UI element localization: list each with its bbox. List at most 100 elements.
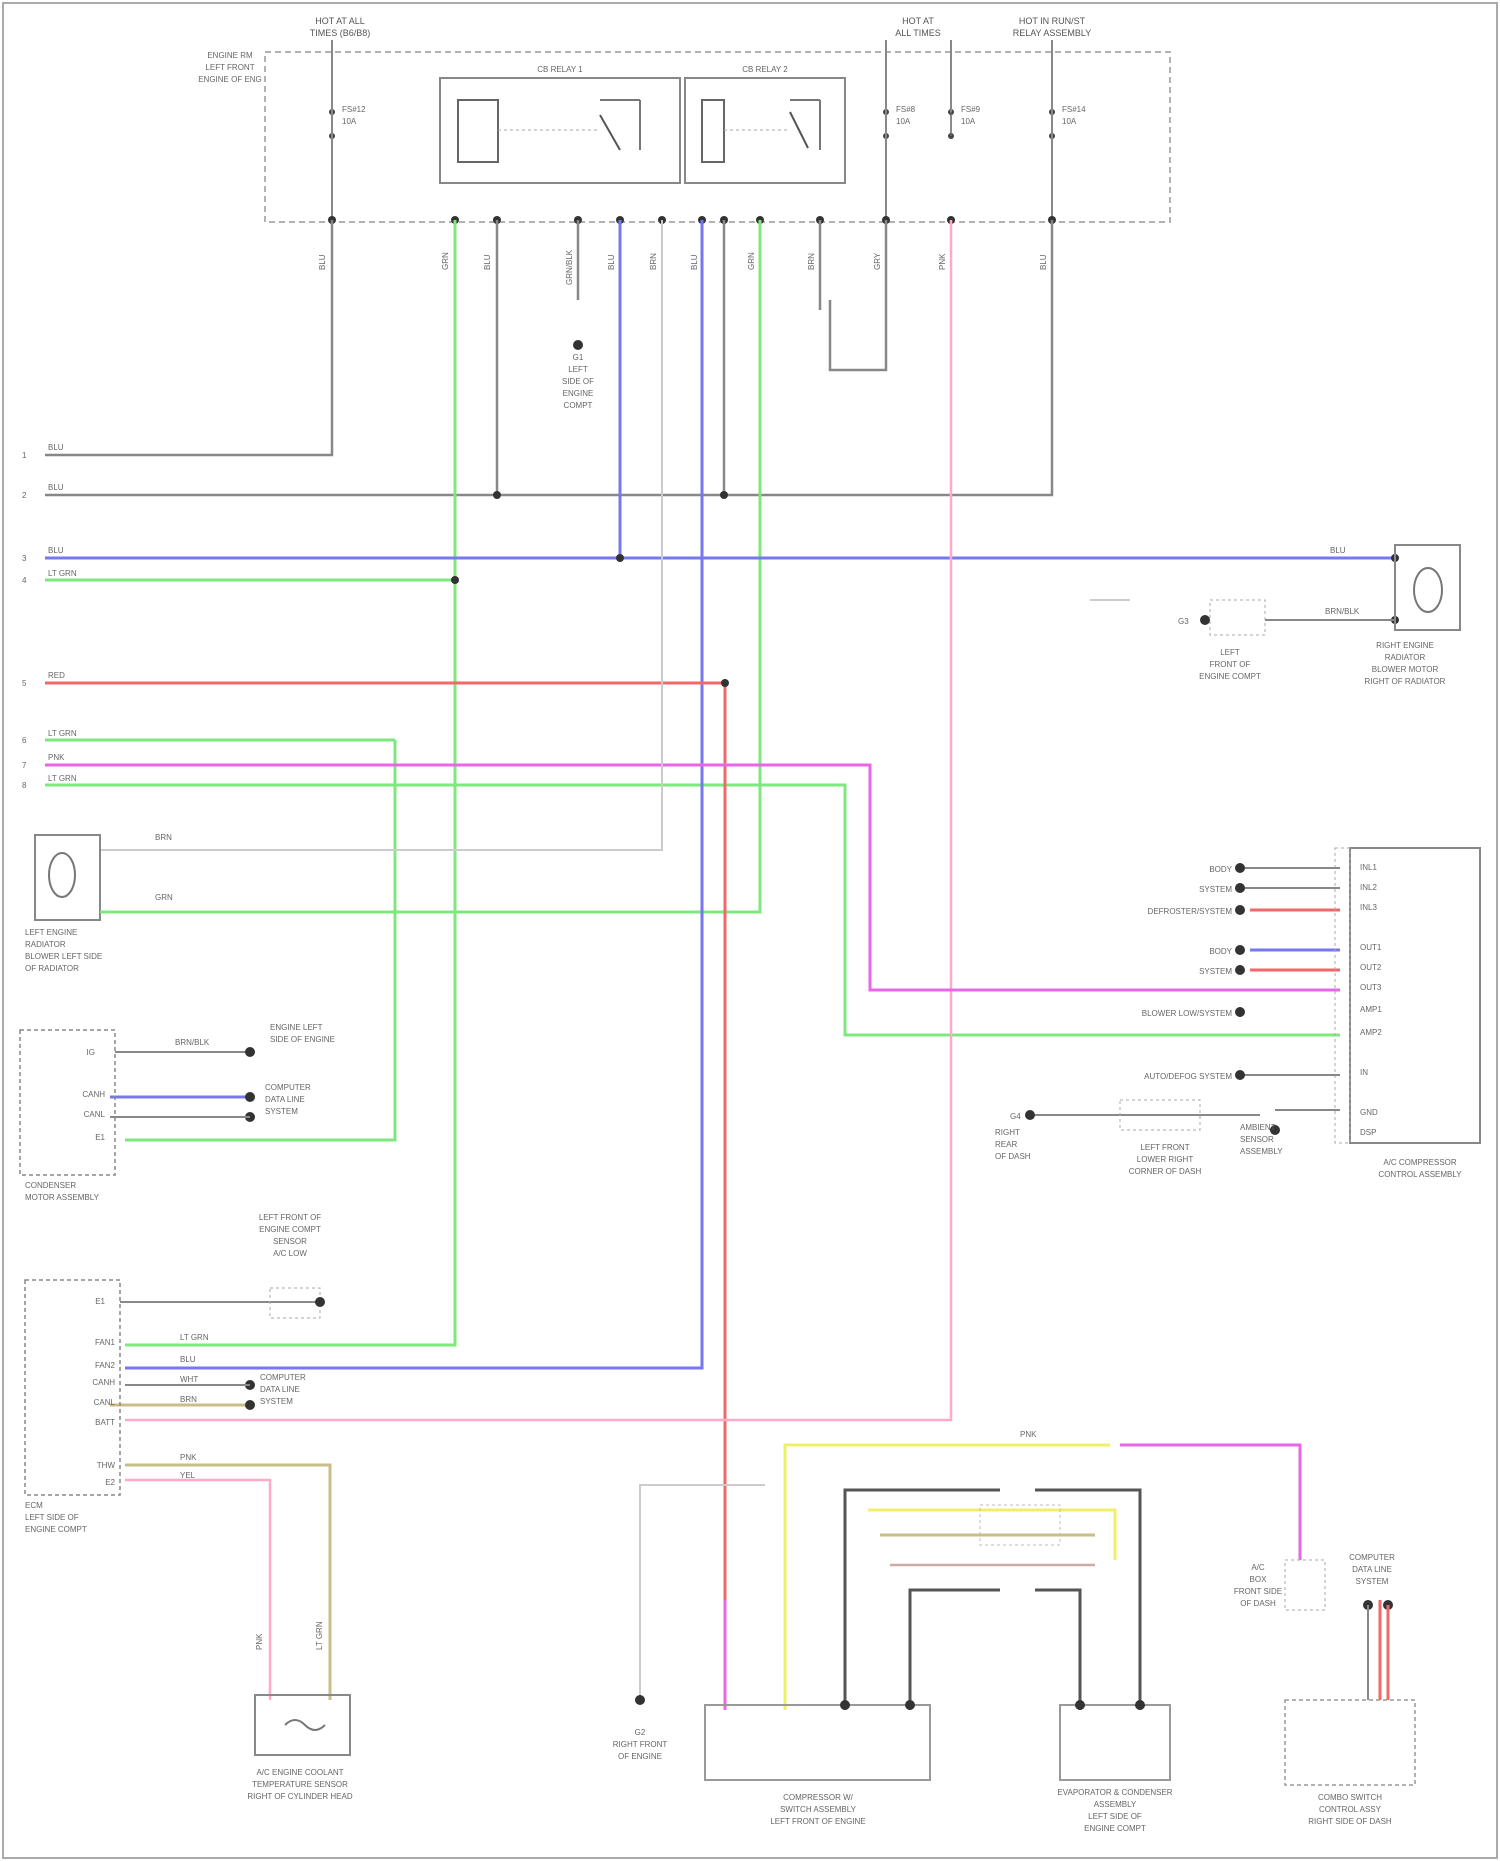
- header-hot-all-mid: HOT AT ALL TIMES: [895, 16, 941, 38]
- svg-text:COMPUTER: COMPUTER: [265, 1083, 311, 1092]
- svg-text:OF DASH: OF DASH: [995, 1152, 1031, 1161]
- svg-text:TIMES (B6/B8): TIMES (B6/B8): [310, 28, 371, 38]
- svg-text:BLOWER LEFT SIDE: BLOWER LEFT SIDE: [25, 952, 102, 961]
- svg-text:SIDE OF ENGINE: SIDE OF ENGINE: [270, 1035, 335, 1044]
- svg-text:COMPRESSOR W/: COMPRESSOR W/: [783, 1793, 854, 1802]
- svg-text:BOX: BOX: [1250, 1575, 1268, 1584]
- fuse-relay-box-label: ENGINE RM LEFT FRONT ENGINE OF ENG: [198, 51, 262, 84]
- svg-text:BLU: BLU: [180, 1355, 196, 1364]
- svg-text:HOT IN RUN/ST: HOT IN RUN/ST: [1019, 16, 1086, 26]
- svg-text:4: 4: [22, 576, 27, 585]
- svg-text:DSP: DSP: [1360, 1128, 1376, 1137]
- svg-text:CANL: CANL: [94, 1398, 116, 1407]
- side-numbers: 1 2 3 4 5 6 7 8: [22, 451, 27, 790]
- svg-text:PNK: PNK: [180, 1453, 197, 1462]
- header-hot-right: HOT IN RUN/ST RELAY ASSEMBLY: [1013, 16, 1092, 38]
- cb-relay-1-label: CB RELAY 1: [537, 65, 583, 74]
- vertical-wire-labels: BLU GRN BLU GRN/BLK BLU BRN BLU GRN BRN …: [318, 249, 1048, 285]
- svg-text:BRN/BLK: BRN/BLK: [1325, 607, 1360, 616]
- svg-text:RED: RED: [48, 671, 65, 680]
- svg-text:ENGINE RM: ENGINE RM: [207, 51, 253, 60]
- header-hot-all-left: HOT AT ALL TIMES (B6/B8): [310, 16, 371, 38]
- svg-text:ENGINE COMPT: ENGINE COMPT: [259, 1225, 321, 1234]
- ac-control-assembly: A/C COMPRESSOR CONTROL ASSEMBLY INL1 INL…: [1335, 848, 1480, 1179]
- cb-relay-2-label: CB RELAY 2: [742, 65, 788, 74]
- svg-text:RIGHT OF RADIATOR: RIGHT OF RADIATOR: [1365, 677, 1446, 686]
- svg-text:EVAPORATOR & CONDENSER: EVAPORATOR & CONDENSER: [1057, 1788, 1172, 1797]
- svg-text:COMPUTER: COMPUTER: [1349, 1553, 1395, 1562]
- svg-text:PNK: PNK: [1020, 1430, 1037, 1439]
- fuse-f1: FS#12 10A: [329, 105, 366, 139]
- svg-text:5: 5: [22, 679, 27, 688]
- relay-1-switch: [600, 115, 620, 150]
- svg-text:IG: IG: [87, 1048, 95, 1057]
- svg-text:ENGINE COMPT: ENGINE COMPT: [1199, 672, 1261, 681]
- svg-text:GRN: GRN: [155, 893, 173, 902]
- svg-text:BRN: BRN: [180, 1395, 197, 1404]
- svg-text:FRONT SIDE: FRONT SIDE: [1234, 1587, 1282, 1596]
- svg-text:A/C COMPRESSOR: A/C COMPRESSOR: [1383, 1158, 1457, 1167]
- svg-text:PNK: PNK: [255, 1633, 264, 1650]
- svg-text:BLU: BLU: [483, 254, 492, 270]
- box-pins: [328, 216, 1056, 224]
- svg-text:LT GRN: LT GRN: [48, 774, 77, 783]
- svg-text:PNK: PNK: [938, 253, 947, 270]
- svg-text:AMP2: AMP2: [1360, 1028, 1382, 1037]
- svg-text:RIGHT ENGINE: RIGHT ENGINE: [1376, 641, 1434, 650]
- bottom-right-labels: A/C BOX FRONT SIDE OF DASH COMPUTER DATA…: [1020, 1430, 1395, 1610]
- combo-switch-assembly: COMBO SWITCH CONTROL ASSY RIGHT SIDE OF …: [1285, 1700, 1415, 1826]
- svg-text:COMPT: COMPT: [564, 401, 593, 410]
- svg-text:ENGINE: ENGINE: [563, 389, 594, 398]
- svg-text:TEMPERATURE SENSOR: TEMPERATURE SENSOR: [252, 1780, 348, 1789]
- svg-text:6: 6: [22, 736, 27, 745]
- ac-control-ground-g4: G4 RIGHT REAR OF DASH LEFT FRONT LOWER R…: [995, 1100, 1283, 1176]
- svg-text:YEL: YEL: [180, 1471, 196, 1480]
- svg-text:SYSTEM: SYSTEM: [1199, 967, 1232, 976]
- svg-text:LT GRN: LT GRN: [180, 1333, 209, 1342]
- svg-text:CORNER OF DASH: CORNER OF DASH: [1129, 1167, 1202, 1176]
- svg-text:FS#8: FS#8: [896, 105, 916, 114]
- svg-text:G3: G3: [1178, 617, 1189, 626]
- svg-text:G4: G4: [1010, 1112, 1021, 1121]
- svg-text:3: 3: [22, 554, 27, 563]
- svg-text:LEFT SIDE OF: LEFT SIDE OF: [25, 1513, 79, 1522]
- svg-text:SENSOR: SENSOR: [1240, 1135, 1274, 1144]
- svg-text:ALL TIMES: ALL TIMES: [895, 28, 941, 38]
- svg-text:G1: G1: [573, 353, 584, 362]
- svg-text:THW: THW: [97, 1461, 116, 1470]
- svg-text:SYSTEM: SYSTEM: [1199, 885, 1232, 894]
- svg-text:INL1: INL1: [1360, 863, 1377, 872]
- svg-text:OUT3: OUT3: [1360, 983, 1382, 992]
- svg-text:E1: E1: [95, 1297, 105, 1306]
- svg-text:SYSTEM: SYSTEM: [260, 1397, 293, 1406]
- svg-text:BLU: BLU: [1039, 254, 1048, 270]
- svg-text:SWITCH ASSEMBLY: SWITCH ASSEMBLY: [780, 1805, 857, 1814]
- svg-text:MOTOR ASSEMBLY: MOTOR ASSEMBLY: [25, 1193, 100, 1202]
- svg-text:10A: 10A: [896, 117, 911, 126]
- evaporator-condenser-assembly: EVAPORATOR & CONDENSER ASSEMBLY LEFT SID…: [1057, 1705, 1172, 1833]
- fuse-f4: FS#14 10A: [1049, 105, 1086, 139]
- svg-text:BRN: BRN: [649, 253, 658, 270]
- svg-text:BLU: BLU: [48, 483, 64, 492]
- svg-text:REAR: REAR: [995, 1140, 1017, 1149]
- svg-text:GRN: GRN: [441, 252, 450, 270]
- svg-text:GRY: GRY: [873, 252, 882, 270]
- svg-text:FS#12: FS#12: [342, 105, 366, 114]
- svg-text:ASSEMBLY: ASSEMBLY: [1240, 1147, 1283, 1156]
- svg-text:SYSTEM: SYSTEM: [1356, 1577, 1389, 1586]
- svg-text:GRN/BLK: GRN/BLK: [565, 249, 574, 285]
- condenser-motor-assembly: IG CANH CANL E1 CONDENSER MOTOR ASSEMBLY…: [20, 1023, 335, 1202]
- compressor-switch-assembly: COMPRESSOR W/ SWITCH ASSEMBLY LEFT FRONT…: [705, 1705, 930, 1826]
- svg-text:ASSEMBLY: ASSEMBLY: [1094, 1800, 1137, 1809]
- svg-text:BLU: BLU: [1330, 546, 1346, 555]
- svg-text:OF RADIATOR: OF RADIATOR: [25, 964, 79, 973]
- svg-text:ENGINE OF ENG: ENGINE OF ENG: [198, 75, 262, 84]
- svg-text:BRN: BRN: [807, 253, 816, 270]
- svg-text:COMPUTER: COMPUTER: [260, 1373, 306, 1382]
- svg-text:ENGINE COMPT: ENGINE COMPT: [25, 1525, 87, 1534]
- page-border: [3, 3, 1497, 1858]
- svg-text:G2: G2: [635, 1728, 646, 1737]
- svg-text:RIGHT FRONT: RIGHT FRONT: [613, 1740, 668, 1749]
- svg-text:GRN: GRN: [747, 252, 756, 270]
